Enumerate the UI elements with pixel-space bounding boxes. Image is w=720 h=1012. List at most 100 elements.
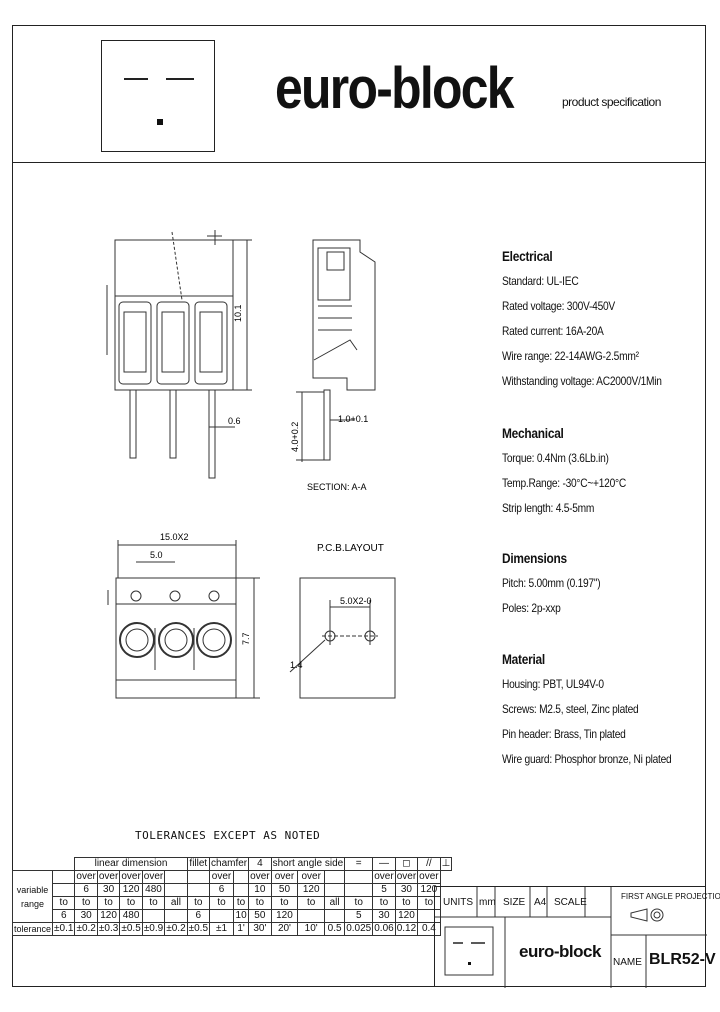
spec-line: Wire range: 22-14AWG-2.5mm² [502,349,639,363]
table-cell: over [209,870,235,884]
table-cell: over [417,870,441,884]
table-cell: to [248,896,272,910]
electrical-heading: Electrical [502,248,553,264]
drawing-frame [12,25,706,987]
table-cell: 480 [119,909,143,923]
table-cell [186,870,211,884]
table-cell: to [270,896,299,910]
spec-line: Withstanding voltage: AC2000V/1Min [502,374,662,388]
table-cell: all [164,896,188,910]
table-cell: 5 [344,909,374,923]
header-divider [12,162,706,163]
table-cell: ◻ [394,857,419,871]
table-cell [52,870,76,884]
table-cell: 120 [394,909,419,923]
spec-line: Temp.Range: -30°C~+120°C [502,476,626,490]
table-cell: to [119,896,143,910]
table-cell: to [297,896,326,910]
table-cell [164,909,188,923]
row-label: range [21,898,45,909]
table-cell: 20' [270,922,299,936]
table-cell: over [372,870,396,884]
table-cell: 120 [270,909,299,923]
table-cell: to [186,896,211,910]
spec-line: Rated voltage: 300V-450V [502,299,615,313]
table-cell: 0.025 [344,922,374,936]
table-row: variable range over over over over over … [11,870,452,923]
units-value: mm [479,897,496,908]
spec-line: Pitch: 5.00mm (0.197") [502,576,601,590]
section-label: SECTION: A-A [307,482,367,492]
table-cell: 30' [248,922,272,936]
table-cell [186,883,211,897]
size-label: SIZE [503,897,526,908]
table-cell: fillet [186,857,211,871]
table-cell: over [248,870,272,884]
table-row: 6 30 120 480 6 10 50 120 5 30 120 [13,883,452,897]
table-cell: 50 [270,883,299,897]
table-cell: ±0.9 [141,922,166,936]
title-block-brand: euro-block [519,942,601,961]
table-cell: to [372,896,396,910]
row-label: tolerance [11,922,54,936]
table-cell: 50 [248,909,272,923]
side-height-dim: 10.1 [233,304,243,322]
size-value: A4 [534,897,547,908]
table-cell: 6 [209,883,235,897]
table-cell: 30 [394,883,419,897]
table-cell: over [141,870,166,884]
section-depth-dim: 4.0+0.2 [290,422,300,452]
table-cell: ±1 [209,922,235,936]
table-cell: over [74,870,98,884]
table-cell: over [270,870,299,884]
table-cell: 6 [186,909,211,923]
table-cell [324,883,346,897]
table-cell: 0.12 [394,922,419,936]
table-cell [344,870,374,884]
table-cell: // [417,857,441,871]
table-cell: to [52,896,76,910]
table-row: 6 30 120 480 6 10 50 120 5 30 120 [13,909,452,923]
top-height-dim: 7.7 [241,632,251,645]
material-heading: Material [502,651,545,667]
table-cell [164,883,188,897]
logo [101,40,215,152]
table-cell: 30 [372,909,396,923]
table-cell: 480 [141,883,166,897]
table-cell: all [324,896,346,910]
table-cell: 30 [96,883,121,897]
logo-mark-icon [124,78,194,125]
table-cell: ±0.2 [74,922,98,936]
table-cell: 120 [119,883,143,897]
table-cell: over [119,870,143,884]
table-cell [164,870,188,884]
top-width-dim: 15.0X2 [160,532,189,542]
table-cell: over [96,870,121,884]
table-cell: to [74,896,98,910]
table-cell [141,909,166,923]
table-cell: = [344,857,374,871]
table-cell: ±0.3 [96,922,121,936]
pcb-layout-title: P.C.B.LAYOUT [317,543,384,554]
spec-line: Wire guard: Phosphor bronze, Ni plated [502,752,672,766]
table-cell: to [209,896,235,910]
section-width-dim: 1.0+0.1 [338,414,368,424]
table-row: to to to to to all to to to to to to all… [13,896,452,910]
dimensions-heading: Dimensions [502,550,567,566]
projection-label: FIRST ANGLE PROJECTION [621,892,720,901]
table-cell: over [297,870,326,884]
table-cell [52,883,76,897]
table-cell: ±0.2 [164,922,188,936]
document-subtitle: product specification [562,95,661,109]
projection-symbol-icon [630,908,664,922]
spec-line: Rated current: 16A-20A [502,324,604,338]
logo-mark-icon [453,942,485,965]
table-cell: over [394,870,419,884]
spec-line: Screws: M2.5, steel, Zinc plated [502,702,639,716]
tolerance-title: TOLERANCES EXCEPT AS NOTED [135,829,321,842]
table-cell: — [372,857,396,871]
table-cell: short angle side [270,857,346,871]
title-block-grid [435,887,707,988]
table-cell: 0.5 [324,922,346,936]
top-pitch-dim: 5.0 [150,550,163,560]
